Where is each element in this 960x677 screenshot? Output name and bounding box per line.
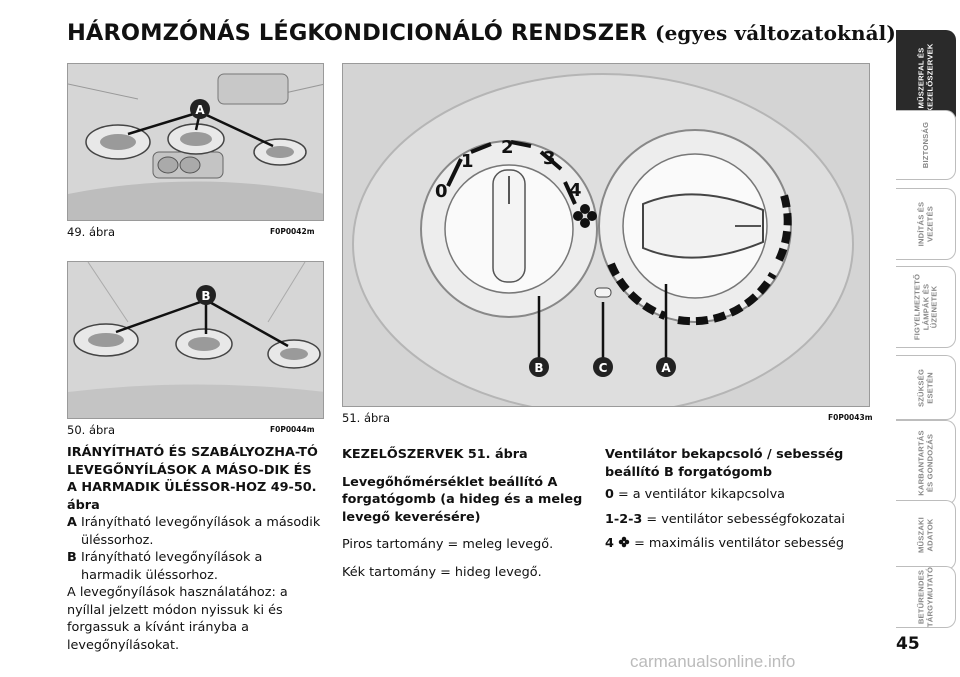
tab-dashboard-controls[interactable]: MŰSZERFAL ÉS KEZELŐSZERVEK bbox=[896, 30, 956, 125]
list-item: 0 = a ventilátor kikapcsolva bbox=[605, 486, 867, 504]
callout-b-51: B bbox=[534, 361, 543, 375]
tab-technical-data[interactable]: MŰSZAKI ADATOK bbox=[896, 500, 956, 570]
left-column: IRÁNYÍTHATÓ ÉS SZABÁLYOZHA-TÓ LEVEGŐNYÍL… bbox=[67, 444, 325, 654]
item-key: 1-2-3 bbox=[605, 511, 643, 527]
figure-51-code: F0P0043m bbox=[828, 413, 873, 422]
tab-label: SZÜKSÉG ESETÉN bbox=[916, 368, 934, 407]
figure-51-caption: 51. ábra bbox=[342, 411, 391, 425]
item-text: = a ventilátor kikapcsolva bbox=[617, 487, 786, 502]
tab-index[interactable]: BETŰRENDES TÁRGYMUTATÓ bbox=[896, 566, 956, 628]
middle-column: KEZELŐSZERVEK 51. ábra Levegőhőmérséklet… bbox=[342, 446, 587, 581]
figure-50-code: F0P0044m bbox=[270, 425, 315, 434]
fan-scale-2: 2 bbox=[501, 137, 514, 158]
list-item: 1-2-3 = ventilátor sebességfokozatai bbox=[605, 511, 867, 529]
item-key: 4 bbox=[605, 536, 614, 551]
item-text: Irányítható levegőnyílások a második ülé… bbox=[81, 515, 321, 548]
tab-label: MŰSZERFAL ÉS KEZELŐSZERVEK bbox=[916, 42, 934, 113]
tab-emergency[interactable]: SZÜKSÉG ESETÉN bbox=[896, 355, 956, 420]
figure-51: 0 1 2 3 4 B C A bbox=[342, 63, 870, 407]
warm-range-line: Piros tartomány = meleg levegő. bbox=[342, 537, 554, 552]
item-key: B bbox=[67, 550, 77, 565]
tab-label: INDÍTÁS ÉS VEZETÉS bbox=[916, 201, 934, 247]
watermark: carmanualsonline.info bbox=[630, 652, 796, 671]
fan-scale-1: 1 bbox=[461, 151, 474, 172]
tab-maintenance[interactable]: KARBANTARTÁS ÉS GONDOZÁS bbox=[896, 420, 956, 505]
tab-label: FIGYELMEZTETŐ LÁMPÁK ÉS ÜZENETEK bbox=[911, 273, 938, 341]
item-text: = ventilátor sebességfokozatai bbox=[646, 511, 845, 527]
temperature-knob-heading: Levegőhőmérséklet beállító A forgatógomb… bbox=[342, 474, 583, 525]
tab-label: BETŰRENDES TÁRGYMUTATÓ bbox=[916, 566, 934, 628]
right-column: Ventilátor bekapcsoló / sebesség beállít… bbox=[605, 446, 867, 553]
fan-scale-4: 4 bbox=[569, 180, 582, 201]
tab-starting-driving[interactable]: INDÍTÁS ÉS VEZETÉS bbox=[896, 188, 956, 260]
usage-paragraph: A levegőnyílások használatához: a nyílla… bbox=[67, 585, 288, 653]
page-title: HÁROMZÓNÁS LÉGKONDICIONÁLÓ RENDSZER (egy… bbox=[67, 20, 896, 46]
page-number: 45 bbox=[896, 634, 920, 654]
fan-scale-0: 0 bbox=[435, 181, 448, 202]
tab-label: KARBANTARTÁS ÉS GONDOZÁS bbox=[916, 429, 934, 496]
callout-b-50: B bbox=[201, 289, 210, 303]
callout-a-51: A bbox=[661, 361, 671, 375]
list-item: A Irányítható levegőnyílások a második ü… bbox=[67, 514, 325, 549]
list-item: B Irányítható levegőnyílások a harmadik … bbox=[67, 549, 325, 584]
section-heading-vents: IRÁNYÍTHATÓ ÉS SZABÁLYOZHA-TÓ LEVEGŐNYÍL… bbox=[67, 445, 318, 513]
figure-50: B bbox=[67, 261, 324, 419]
cold-range-line: Kék tartomány = hideg levegő. bbox=[342, 564, 542, 580]
fan-icon bbox=[573, 204, 597, 228]
tab-label: BIZTONSÁG bbox=[920, 121, 930, 169]
chapter-sidebar: MŰSZERFAL ÉS KEZELŐSZERVEK BIZTONSÁG IND… bbox=[892, 0, 960, 677]
page-title-main: HÁROMZÓNÁS LÉGKONDICIONÁLÓ RENDSZER bbox=[67, 20, 648, 46]
tab-warning-lights[interactable]: FIGYELMEZTETŐ LÁMPÁK ÉS ÜZENETEK bbox=[896, 266, 956, 348]
list-item: 4 = maximális ventilátor sebesség bbox=[605, 535, 867, 553]
fan-icon bbox=[618, 536, 630, 548]
callout-a-49: A bbox=[195, 103, 205, 117]
section-heading-controls: KEZELŐSZERVEK 51. ábra bbox=[342, 447, 528, 462]
fan-knob-heading: Ventilátor bekapcsoló / sebesség beállít… bbox=[605, 447, 844, 480]
fan-scale-3: 3 bbox=[543, 148, 556, 169]
figure-49: A bbox=[67, 63, 324, 221]
item-text: = maximális ventilátor sebesség bbox=[634, 536, 845, 551]
tab-safety[interactable]: BIZTONSÁG bbox=[896, 110, 956, 180]
figure-49-caption: 49. ábra bbox=[67, 225, 116, 239]
item-key: 0 bbox=[605, 487, 614, 502]
figure-50-caption: 50. ábra bbox=[67, 423, 116, 437]
callout-c-51: C bbox=[599, 361, 608, 375]
page-title-sub: (egyes változatoknál) bbox=[655, 21, 896, 45]
item-text: Irányítható levegőnyílások a harmadik ül… bbox=[81, 550, 263, 583]
item-key: A bbox=[67, 515, 77, 530]
tab-label: MŰSZAKI ADATOK bbox=[916, 517, 934, 553]
figure-49-code: F0P0042m bbox=[270, 227, 315, 236]
